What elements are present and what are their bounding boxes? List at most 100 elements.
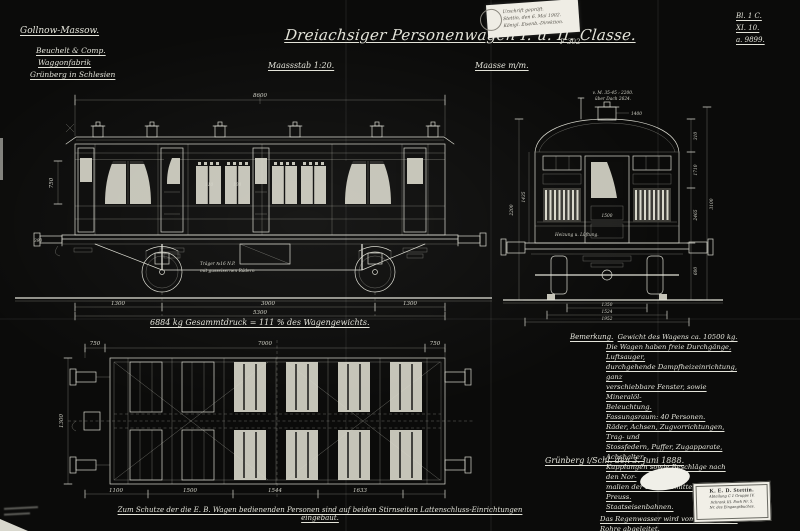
- scale-label: Maassstab 1:20.: [268, 61, 335, 70]
- dim-label: 750: [49, 177, 55, 188]
- plan-body: [68, 340, 473, 498]
- dim-label: 310: [694, 132, 699, 140]
- end-right-dimensions: 310 1710 2465 600 3100: [686, 106, 715, 301]
- dim-label: 1544: [268, 488, 282, 494]
- slatted-seat-backs: [543, 188, 671, 222]
- window-pair: 110 100: [196, 161, 250, 204]
- fold-crease: [345, 0, 347, 531]
- dim-label: 1500: [602, 214, 613, 219]
- remarks-line: Fassungsraum: 40 Personen.: [606, 413, 706, 421]
- company-city: Grünberg in Schlesien: [30, 70, 116, 79]
- plan-left-dimension: 1300: [59, 357, 73, 485]
- bench-column: [129, 361, 163, 481]
- corner-scribble: [3, 512, 31, 516]
- bench-column-upholstered: [390, 362, 422, 480]
- remarks-line: Gewicht des Wagens ca. 10500 kg.: [617, 333, 738, 341]
- scan-edge-artifact: [0, 138, 3, 180]
- dim-label: 2465: [694, 209, 699, 221]
- side-roof: [65, 121, 455, 145]
- company-division: Waggonfabrik: [38, 58, 92, 67]
- dim-label: 600: [694, 267, 699, 275]
- dim-label: 5300: [253, 310, 267, 316]
- footer-caption: Zum Schutze der die E. B. Wagen bedienen…: [117, 506, 523, 522]
- end-door-right: [403, 147, 427, 233]
- dim-label: 1633: [353, 488, 367, 494]
- dim-label: 750: [430, 341, 441, 347]
- dim-label: 1524: [602, 310, 613, 315]
- rail-section: [547, 294, 555, 300]
- remarks-line: durchgehende Dampfheizeinrichtung, ganz: [606, 363, 737, 381]
- rail-section: [659, 294, 667, 300]
- dim-label: 1500: [183, 488, 197, 494]
- curtained-window-pair: [100, 161, 156, 204]
- buffer-right: [457, 232, 487, 247]
- plan-buffers-right: [444, 368, 472, 474]
- end-wheelset: [503, 255, 723, 304]
- title-mark: F 302: [560, 38, 581, 46]
- plan-top-dimensions: 750 7000 750: [84, 341, 446, 358]
- curtained-window-pair: [340, 161, 396, 204]
- roof-lamp: [90, 121, 106, 138]
- remarks-line: Rohre abgeleitet.: [600, 525, 660, 531]
- side-bottom-dimensions: 1300 3000 1300 5300: [74, 292, 446, 321]
- route-label: Gollnow-Massow.: [20, 26, 100, 36]
- dim-label: 1300: [59, 414, 65, 428]
- buffer-left: [33, 232, 63, 257]
- dim-label: 7000: [258, 341, 272, 347]
- side-top-dimension: 8600: [74, 93, 446, 136]
- plan-caption: 6884 kg Gesammtdruck = 111 % des Wagenge…: [150, 318, 370, 327]
- end-top-notes: v. M. 35-45 : 2200. über Dach 2624.: [593, 91, 634, 102]
- remarks-line: Das Regenwasser wird vom Dach durch: [600, 515, 738, 523]
- remarks-line: Die Wagen haben freie Durchgänge, Luftsa…: [606, 343, 732, 361]
- side-underframe: Träger №16 N.P. mit gusseisernen Rädern: [61, 234, 459, 274]
- end-body: Heizung u. Lüftung.: [534, 118, 680, 244]
- dim-label: 1300: [111, 301, 125, 307]
- dim-label: 110: [205, 183, 213, 188]
- end-bottom-dimensions: 1350 1524 1952: [524, 303, 690, 327]
- end-door-left: [77, 147, 95, 233]
- round-seal-stamp: [479, 8, 503, 32]
- frame-note: Träger №16 N.P.: [200, 261, 235, 267]
- compartment-door: [160, 147, 184, 233]
- side-elevation-drawing: 8600: [15, 93, 492, 321]
- dim-label: 750: [90, 341, 101, 347]
- roof-lamp: [287, 121, 303, 138]
- plan-buffers-left: [69, 368, 110, 474]
- doc-number: a. 9899.: [736, 36, 765, 44]
- dim-label: 1400: [631, 112, 642, 117]
- roof-lantern: 1400: [577, 97, 642, 121]
- roof-lamp: [144, 121, 160, 138]
- fold-crease: [490, 0, 492, 531]
- plan-bottom-dimensions: 1100 1500 1544 1633: [84, 488, 446, 499]
- roof-lamp: [425, 121, 441, 138]
- dim-label: 3100: [710, 198, 715, 209]
- dim-label: 1710: [694, 164, 699, 175]
- dim-label: 390: [34, 239, 42, 244]
- compartment-door: [252, 147, 270, 233]
- remarks-line: verschiebbare Fenster, sowie Mineralöl-: [606, 383, 707, 401]
- plan-view-drawing: 750 7000 750: [59, 340, 473, 499]
- wheel-left: [141, 246, 183, 293]
- bench-column-upholstered: [286, 362, 318, 480]
- wheel-right: [354, 246, 396, 293]
- bench-column-upholstered: [338, 362, 370, 480]
- dim-label: 100: [233, 183, 241, 188]
- end-lamp-iron: [65, 123, 75, 133]
- dim-label: 2200: [510, 204, 515, 216]
- fold-crease-horizontal: [0, 318, 800, 320]
- roof-lamp: [212, 121, 228, 138]
- remarks-label: Bemerkung.: [570, 333, 614, 341]
- side-left-dimensions: 750 390: [34, 160, 63, 244]
- doc-number: Bl. 1 C.: [736, 12, 762, 20]
- registry-stamp-box: K. E. D. Stettin. Abteilung C 1 Gruppe I…: [692, 480, 772, 524]
- end-side-panels: [542, 155, 672, 185]
- window-pair: [272, 161, 326, 204]
- company-name: Beuchelt & Comp.: [36, 46, 106, 55]
- remarks-line: Räder, Achsen, Zugvorrichtungen, Trag- u…: [606, 423, 725, 441]
- drawing-title: Dreiachsiger Personenwagen I. u. II. Cla…: [284, 26, 638, 44]
- dim-label: 8600: [253, 93, 267, 99]
- dim-label: 1952: [602, 317, 613, 322]
- dim-label: 1300: [403, 301, 417, 307]
- rail-line: [15, 297, 492, 302]
- company-block: Gollnow-Massow. Beuchelt & Comp. Waggonf…: [20, 26, 115, 79]
